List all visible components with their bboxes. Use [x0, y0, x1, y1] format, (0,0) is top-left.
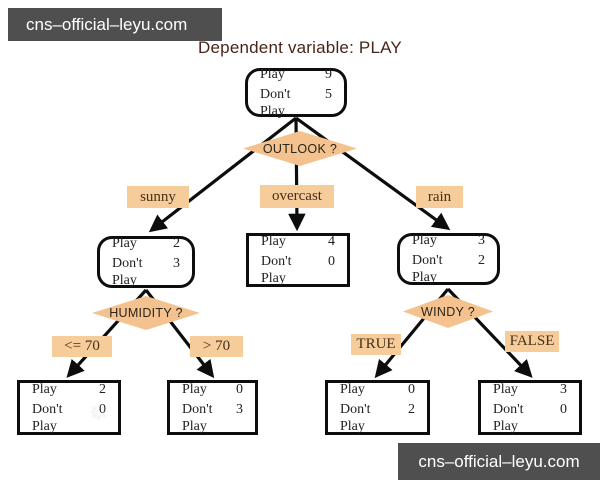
edge-label-overcast: overcast	[260, 185, 334, 208]
node-row-dont-play: Don't Play 0	[32, 401, 106, 435]
node-row-dont-play: Don't Play 0	[493, 401, 567, 435]
edge-label-false: FALSE	[505, 331, 559, 352]
node-row-dont-play: Don't Play 0	[261, 253, 335, 287]
edge-label-rain: rain	[416, 186, 463, 208]
node-rain: Play 3 Don't Play 2	[397, 233, 500, 285]
node-row-play: Play 3	[412, 232, 485, 249]
node-row-dont-play: Don't Play 2	[412, 252, 485, 286]
row-label: Play	[112, 236, 137, 251]
row-label: Don't Play	[412, 253, 443, 285]
leaf-windy-false: Play 3 Don't Play 0	[478, 380, 582, 435]
row-label: Play	[340, 381, 365, 397]
node-row-dont-play: Don't Play 2	[340, 401, 415, 435]
row-label: Play	[260, 66, 285, 82]
watermark-banner-bottom: cns–official–leyu.com	[398, 443, 600, 480]
edge-outlook-sunny	[148, 116, 297, 233]
row-count: 4	[328, 234, 335, 249]
edge-label-true: TRUE	[351, 334, 401, 355]
leaf-windy-true: Play 0 Don't Play 2	[325, 380, 430, 435]
row-label: Play	[32, 381, 57, 397]
row-count: 3	[236, 401, 243, 417]
leaf-humidity-gt70: Play 0 Don't Play 3	[167, 380, 258, 435]
row-count: 2	[408, 401, 415, 417]
node-row-play: Play 2	[112, 235, 180, 252]
node-row-dont-play: Don't Play 3	[112, 255, 180, 289]
edge-label-le70: <= 70	[52, 336, 112, 357]
diamond-question: HUMIDITY ?	[109, 306, 183, 320]
row-label: Play	[182, 381, 207, 397]
row-count: 0	[408, 381, 415, 397]
row-count: 2	[478, 253, 485, 268]
row-label: Don't Play	[260, 86, 291, 119]
edge-label-gt70: > 70	[190, 336, 243, 357]
row-count: 0	[99, 401, 106, 417]
row-count: 5	[325, 86, 332, 102]
edge-outlook-rain	[295, 116, 451, 231]
row-count: 0	[560, 401, 567, 417]
banner-text: cns–official–leyu.com	[418, 451, 580, 471]
leaf-humidity-le70: Play 2 Don't Play 0	[17, 380, 121, 435]
row-count: 3	[560, 381, 567, 397]
row-label: Don't Play	[182, 401, 213, 434]
row-count: 0	[236, 381, 243, 397]
diagram-title: Dependent variable: PLAY	[198, 38, 402, 57]
row-label: Don't Play	[340, 401, 371, 434]
node-row-play: Play 0	[340, 381, 415, 398]
row-label: Play	[493, 381, 518, 397]
diamond-question: WINDY ?	[421, 304, 475, 319]
node-row-play: Play 0	[182, 381, 243, 398]
row-label: Don't Play	[112, 256, 143, 288]
watermark-banner-top: cns–official–leyu.com	[8, 8, 222, 41]
node-root: Play 9 Don't Play 5	[245, 66, 347, 120]
node-sunny: Play 2 Don't Play 3	[97, 236, 195, 288]
row-label: Don't Play	[493, 401, 524, 434]
row-count: 0	[328, 254, 335, 269]
row-count: 9	[325, 66, 332, 82]
row-label: Don't Play	[261, 254, 292, 286]
row-count: 3	[478, 233, 485, 248]
row-count: 3	[173, 256, 180, 271]
node-row-play: Play 4	[261, 233, 335, 250]
node-row-dont-play: Don't Play 3	[182, 401, 243, 435]
diamond-question: OUTLOOK ?	[262, 141, 338, 156]
node-row-play: Play 3	[493, 381, 567, 398]
row-count: 2	[99, 381, 106, 397]
row-label: Play	[412, 233, 437, 248]
row-label: Don't Play	[32, 401, 63, 434]
banner-text: cns–official–leyu.com	[26, 14, 188, 34]
row-label: Play	[261, 234, 286, 249]
edge-label-sunny: sunny	[127, 186, 189, 208]
node-row-play: Play 2	[32, 381, 106, 398]
leaf-overcast: Play 4 Don't Play 0	[246, 233, 350, 287]
node-row-dont-play: Don't Play 5	[260, 86, 332, 120]
row-count: 2	[173, 236, 180, 251]
node-row-play: Play 9	[260, 66, 332, 83]
